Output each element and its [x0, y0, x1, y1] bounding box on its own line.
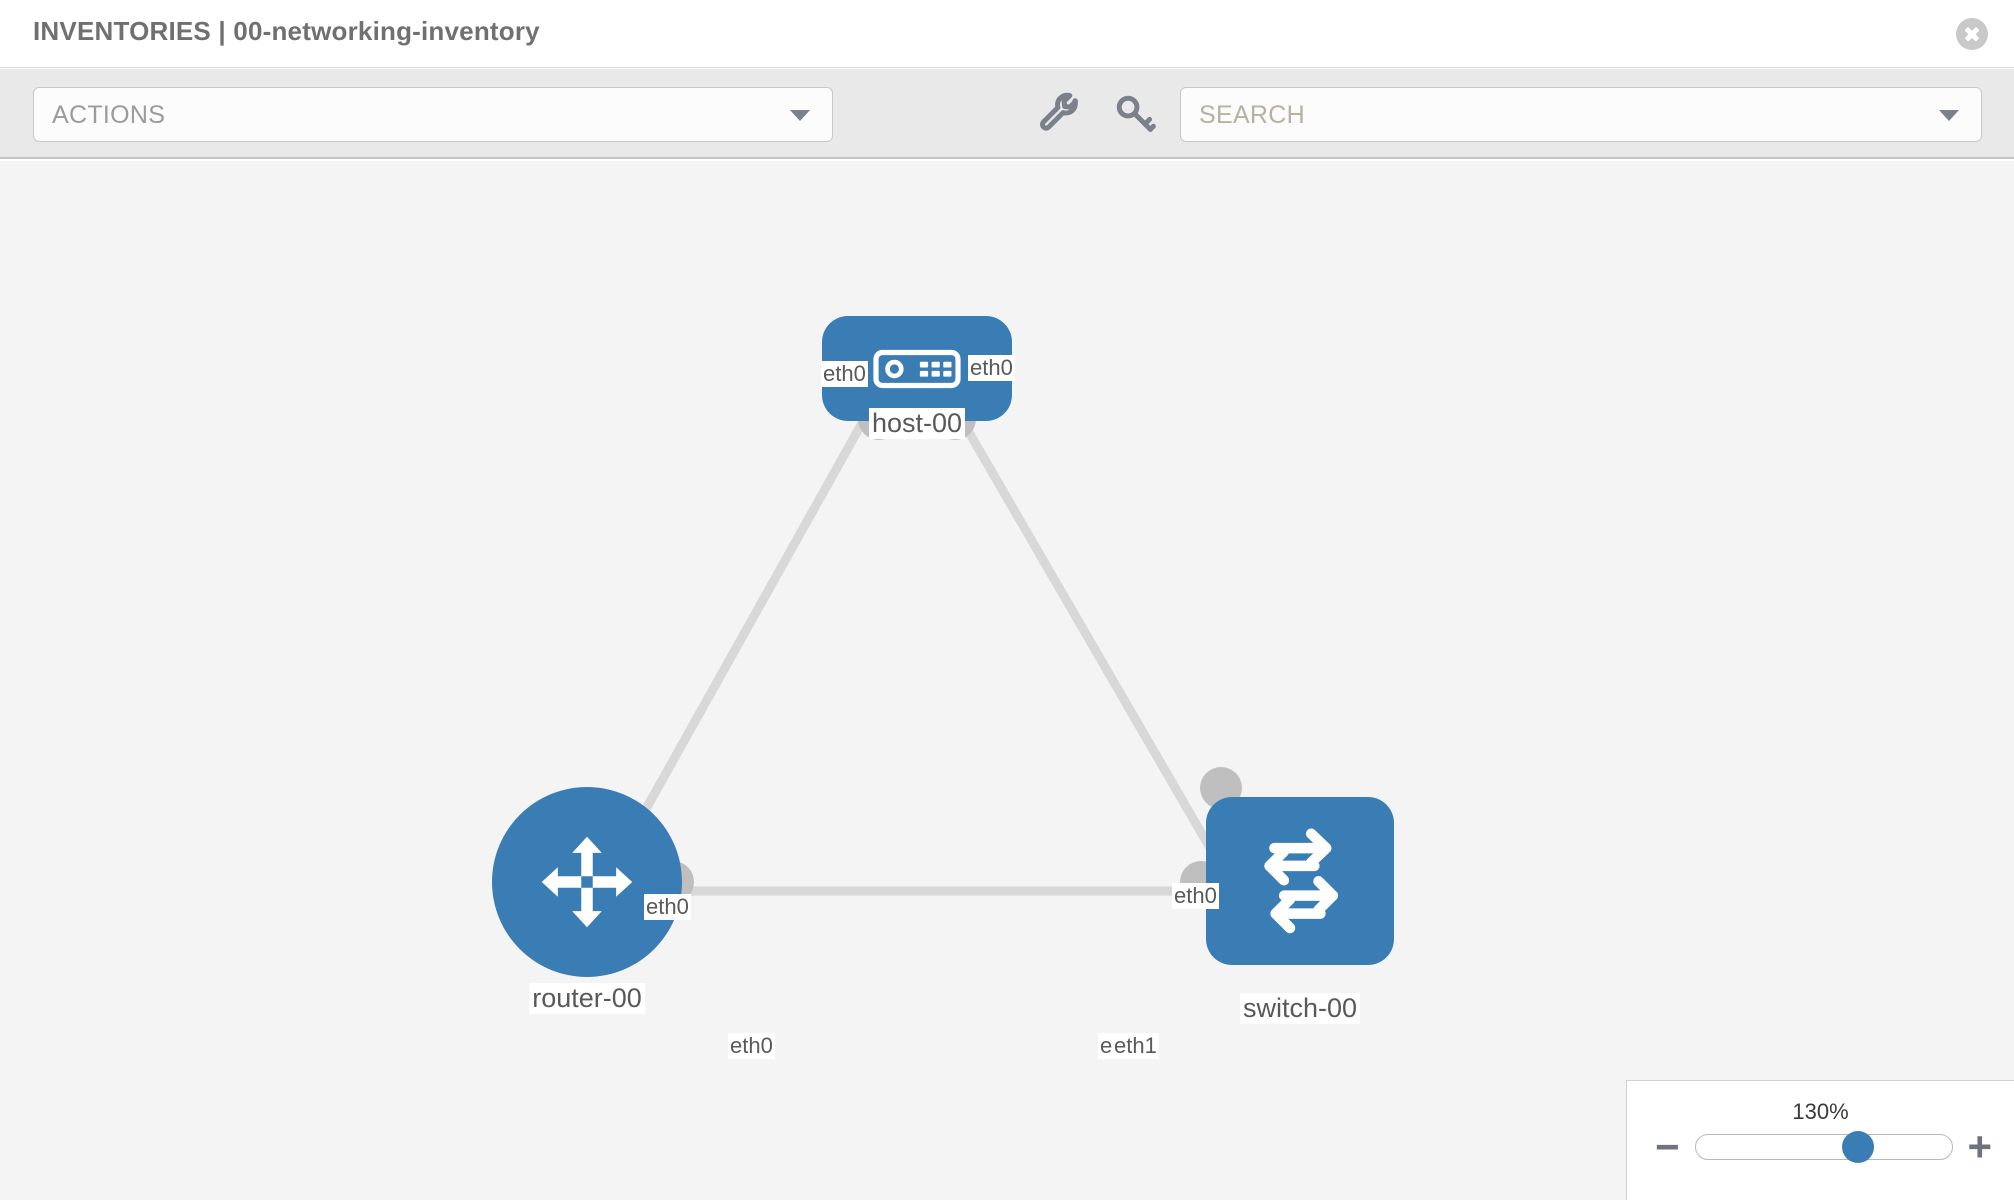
edge-label-router-up: eth0 [644, 894, 691, 920]
zoom-in-button[interactable]: + [1967, 1123, 1992, 1170]
node-switch-00[interactable]: switch-00 [1180, 767, 1394, 1024]
zoom-out-button[interactable]: − [1655, 1123, 1680, 1170]
node-router-00[interactable]: router-00 [492, 787, 694, 1014]
edge-label-switch-up: eth0 [1172, 883, 1219, 909]
zoom-control: 130% − + [1626, 1080, 2014, 1200]
node-label-router-00: router-00 [529, 983, 645, 1014]
topology-canvas[interactable]: host-00 eth0 eth0 router-00 eth0 eth0 [0, 161, 2014, 1200]
chevron-down-icon [790, 109, 810, 121]
zoom-slider[interactable] [1695, 1131, 1953, 1163]
node-router-shape[interactable] [492, 787, 682, 977]
search-placeholder: SEARCH [1199, 101, 1305, 129]
link-host-switch [941, 388, 1239, 894]
router-arrows-icon [541, 836, 633, 928]
zoom-level-value: 130% [1792, 1099, 1849, 1124]
zoom-slider-thumb[interactable] [1841, 1131, 1874, 1163]
edge-label-router-right: eth0 [728, 1033, 775, 1059]
edge-label-switch-left-b: eth1 [1112, 1033, 1159, 1059]
switch-arrows-icon [1264, 828, 1339, 934]
wrench-icon[interactable] [1038, 91, 1084, 137]
edge-label-host-right: eth0 [968, 355, 1015, 381]
toolbar: ACTIONS SEARCH [0, 69, 2014, 159]
server-icon [873, 349, 961, 388]
close-icon[interactable] [1956, 18, 1988, 50]
chevron-down-icon[interactable] [1939, 109, 1959, 121]
page-header: INVENTORIES | 00-networking-inventory [0, 0, 2014, 68]
key-icon[interactable] [1112, 91, 1158, 137]
node-label-switch-00: switch-00 [1239, 993, 1361, 1024]
page-title: INVENTORIES | 00-networking-inventory [33, 16, 540, 46]
node-switch-shape[interactable] [1206, 797, 1394, 965]
actions-dropdown-label: ACTIONS [52, 101, 166, 129]
actions-dropdown[interactable]: ACTIONS [33, 87, 833, 142]
search-input[interactable]: SEARCH [1180, 87, 1982, 142]
node-label-host-00: host-00 [868, 408, 966, 439]
edge-label-host-left: eth0 [821, 361, 868, 387]
